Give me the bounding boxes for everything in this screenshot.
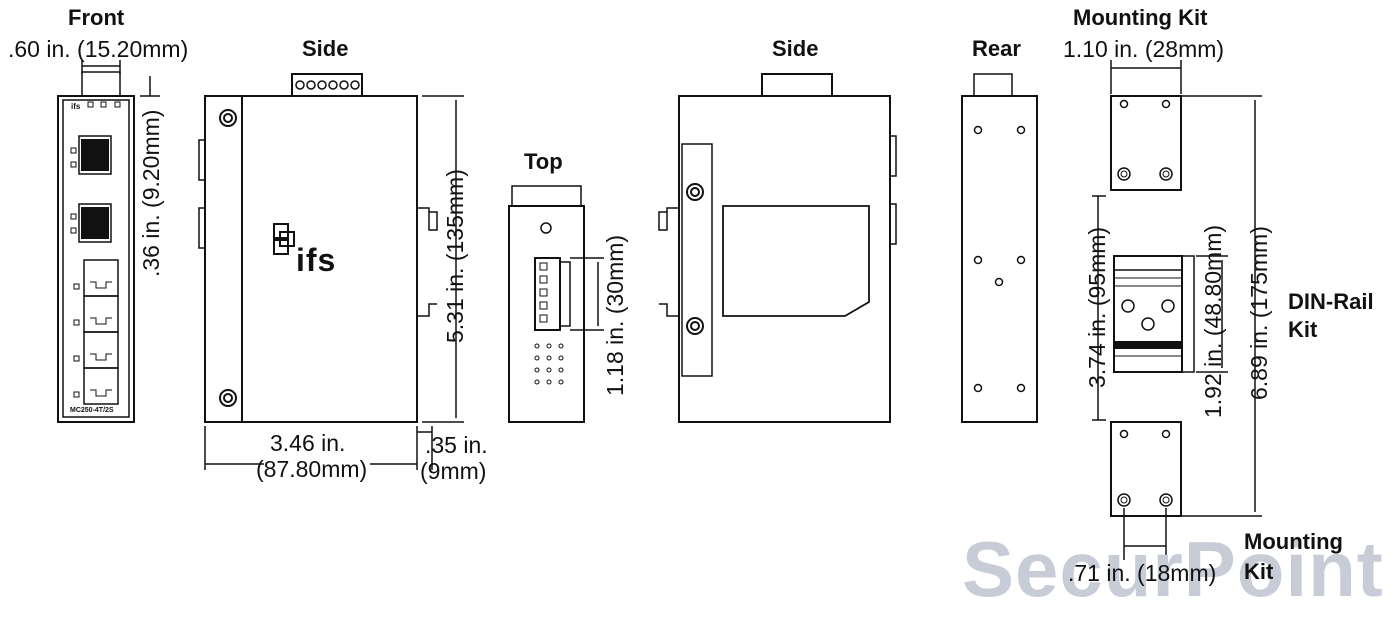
side-view-right — [658, 73, 897, 423]
front-logo: ifs — [71, 102, 81, 111]
kit-total-height-dimension: 6.89 in. (175mm) — [1246, 226, 1272, 400]
rail-depth-dimension-in: .35 in. — [425, 432, 488, 458]
din-rail-kit-label-line1: DIN-Rail — [1288, 289, 1374, 314]
rear-view-label: Rear — [972, 36, 1021, 61]
rear-view — [961, 73, 1038, 423]
side-height-dimension: 5.31 in. (135mm) — [442, 169, 468, 343]
din-rail-height-dimension: 1.92 in. (48.80mm) — [1200, 224, 1226, 418]
side-view-left — [198, 73, 464, 470]
top-connector-dimension: 1.18 in. (30mm) — [602, 234, 628, 396]
kit-hole-spacing-dimension: 3.74 in. (95mm) — [1084, 226, 1110, 388]
top-view-label: Top — [524, 149, 563, 174]
side-width-dimension-mm: (87.80mm) — [256, 456, 368, 482]
din-rail-kit-label-line2: Kit — [1288, 317, 1318, 342]
side-width-dimension-in: 3.46 in. — [270, 430, 346, 456]
side-view-right-label: Side — [772, 36, 819, 61]
rail-depth-dimension-mm: (9mm) — [420, 458, 487, 484]
front-view-label: Front — [68, 5, 125, 30]
mounting-kit-bottom-label-line1: Mounting — [1244, 529, 1343, 554]
watermark: SecurPoint — [962, 525, 1384, 613]
kit-width-dimension: 1.10 in. (28mm) — [1063, 36, 1225, 62]
kit-bottom-spacing-dimension: .71 in. (18mm) — [1068, 560, 1217, 586]
front-width-dimension: .60 in. (15.20mm) — [8, 36, 189, 62]
model-number: MC250-4T/2S — [70, 407, 114, 414]
mounting-kit-view — [1092, 60, 1262, 560]
front-offset-dimension: .36 in. (9.20mm) — [138, 109, 164, 277]
mounting-kit-top-label: Mounting Kit — [1073, 5, 1208, 30]
side-logo: ifs — [296, 242, 337, 278]
mounting-kit-bottom-label-line2: Kit — [1244, 559, 1274, 584]
side-view-left-label: Side — [302, 36, 349, 61]
front-view — [57, 60, 160, 423]
top-view — [508, 185, 604, 423]
